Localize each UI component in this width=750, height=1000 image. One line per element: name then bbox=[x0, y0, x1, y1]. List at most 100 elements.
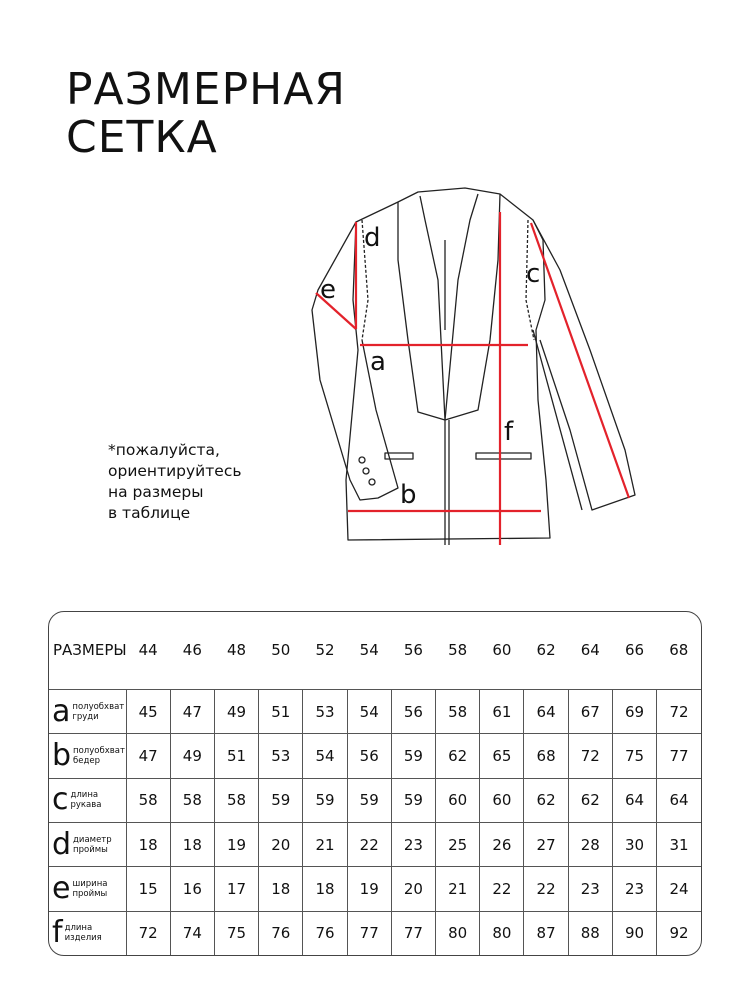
value-cell: 19 bbox=[346, 866, 392, 912]
value-cell: 58 bbox=[435, 688, 481, 735]
value-cell: 58 bbox=[125, 777, 171, 824]
value-cell: 26 bbox=[479, 822, 525, 868]
value-cell: 18 bbox=[258, 866, 304, 912]
value-cell: 22 bbox=[523, 866, 569, 912]
value-cell: 75 bbox=[611, 733, 658, 779]
value-cell: 24 bbox=[656, 866, 701, 912]
value-cell: 22 bbox=[479, 866, 525, 912]
value-cell: 58 bbox=[213, 777, 260, 824]
size-note: *пожалуйста, ориентируйтесь на размеры в… bbox=[108, 440, 241, 524]
value-cell: 21 bbox=[302, 822, 348, 868]
page-title: РАЗМЕРНАЯ СЕТКА bbox=[66, 66, 346, 162]
value-cell: 51 bbox=[213, 733, 260, 779]
value-cell: 30 bbox=[611, 822, 658, 868]
sizes-header-label: РАЗМЕРЫ bbox=[53, 641, 127, 660]
value-cell: 31 bbox=[656, 822, 701, 868]
value-cell: 49 bbox=[169, 733, 215, 779]
value-cell: 65 bbox=[479, 733, 525, 779]
value-cell: 22 bbox=[346, 822, 392, 868]
value-cell: 53 bbox=[302, 688, 348, 735]
value-cell: 49 bbox=[213, 688, 260, 735]
size-table: РАЗМЕРЫ 44 46 48 50 52 54 56 58 60 62 64… bbox=[48, 611, 702, 956]
value-cell: 69 bbox=[611, 688, 658, 735]
value-cell: 15 bbox=[125, 866, 171, 912]
value-cell: 51 bbox=[258, 688, 304, 735]
value-cell: 77 bbox=[346, 910, 392, 955]
size-cell: 56 bbox=[403, 641, 423, 660]
value-cell: 20 bbox=[258, 822, 304, 868]
label-e: e bbox=[320, 275, 336, 305]
note-line-3: на размеры bbox=[108, 483, 204, 501]
value-cell: 16 bbox=[169, 866, 215, 912]
row-letter: e bbox=[52, 871, 71, 907]
row-letter: f bbox=[52, 915, 63, 951]
value-cell: 18 bbox=[125, 822, 171, 868]
size-cell: 64 bbox=[580, 641, 600, 660]
value-cell: 75 bbox=[213, 910, 260, 955]
value-cell: 58 bbox=[169, 777, 215, 824]
size-cell: 44 bbox=[138, 641, 158, 660]
value-cell: 62 bbox=[435, 733, 481, 779]
value-cell: 80 bbox=[479, 910, 525, 955]
value-cell: 59 bbox=[302, 777, 348, 824]
measure-line-c bbox=[529, 222, 631, 499]
size-cell: 52 bbox=[315, 641, 335, 660]
value-cell: 54 bbox=[302, 733, 348, 779]
size-cell: 62 bbox=[536, 641, 556, 660]
value-cell: 18 bbox=[169, 822, 215, 868]
label-c: c bbox=[526, 259, 540, 289]
value-cell: 45 bbox=[125, 688, 171, 735]
value-cell: 60 bbox=[479, 777, 525, 824]
value-cell: 27 bbox=[523, 822, 569, 868]
note-line-4: в таблице bbox=[108, 504, 191, 522]
value-cell: 23 bbox=[611, 866, 658, 912]
row-letter: d bbox=[52, 826, 72, 862]
size-cell: 60 bbox=[492, 641, 512, 660]
value-cell: 61 bbox=[479, 688, 525, 735]
label-f: f bbox=[504, 417, 514, 447]
value-cell: 72 bbox=[656, 688, 701, 735]
label-a: a bbox=[370, 347, 386, 377]
value-cell: 56 bbox=[390, 688, 437, 735]
label-b: b bbox=[400, 480, 417, 510]
value-cell: 23 bbox=[390, 822, 437, 868]
value-cell: 47 bbox=[169, 688, 215, 735]
value-cell: 47 bbox=[125, 733, 171, 779]
value-cell: 19 bbox=[213, 822, 260, 868]
value-cell: 62 bbox=[567, 777, 613, 824]
value-cell: 77 bbox=[656, 733, 701, 779]
row-letter: b bbox=[52, 737, 72, 773]
value-cell: 88 bbox=[567, 910, 613, 955]
value-cell: 17 bbox=[213, 866, 260, 912]
value-cell: 67 bbox=[567, 688, 613, 735]
size-cell: 58 bbox=[448, 641, 468, 660]
size-cell: 66 bbox=[624, 641, 645, 660]
size-cell: 68 bbox=[669, 641, 689, 660]
value-cell: 76 bbox=[258, 910, 304, 955]
value-cell: 21 bbox=[435, 866, 481, 912]
label-d: d bbox=[364, 223, 381, 253]
size-cell: 54 bbox=[359, 641, 379, 660]
value-cell: 28 bbox=[567, 822, 613, 868]
value-cell: 72 bbox=[567, 733, 613, 779]
value-cell: 80 bbox=[435, 910, 481, 955]
value-cell: 20 bbox=[390, 866, 437, 912]
value-cell: 64 bbox=[611, 777, 658, 824]
title-line-2: СЕТКА bbox=[66, 112, 218, 163]
value-cell: 64 bbox=[523, 688, 569, 735]
note-line-1: *пожалуйста, bbox=[108, 441, 220, 459]
value-cell: 64 bbox=[656, 777, 701, 824]
